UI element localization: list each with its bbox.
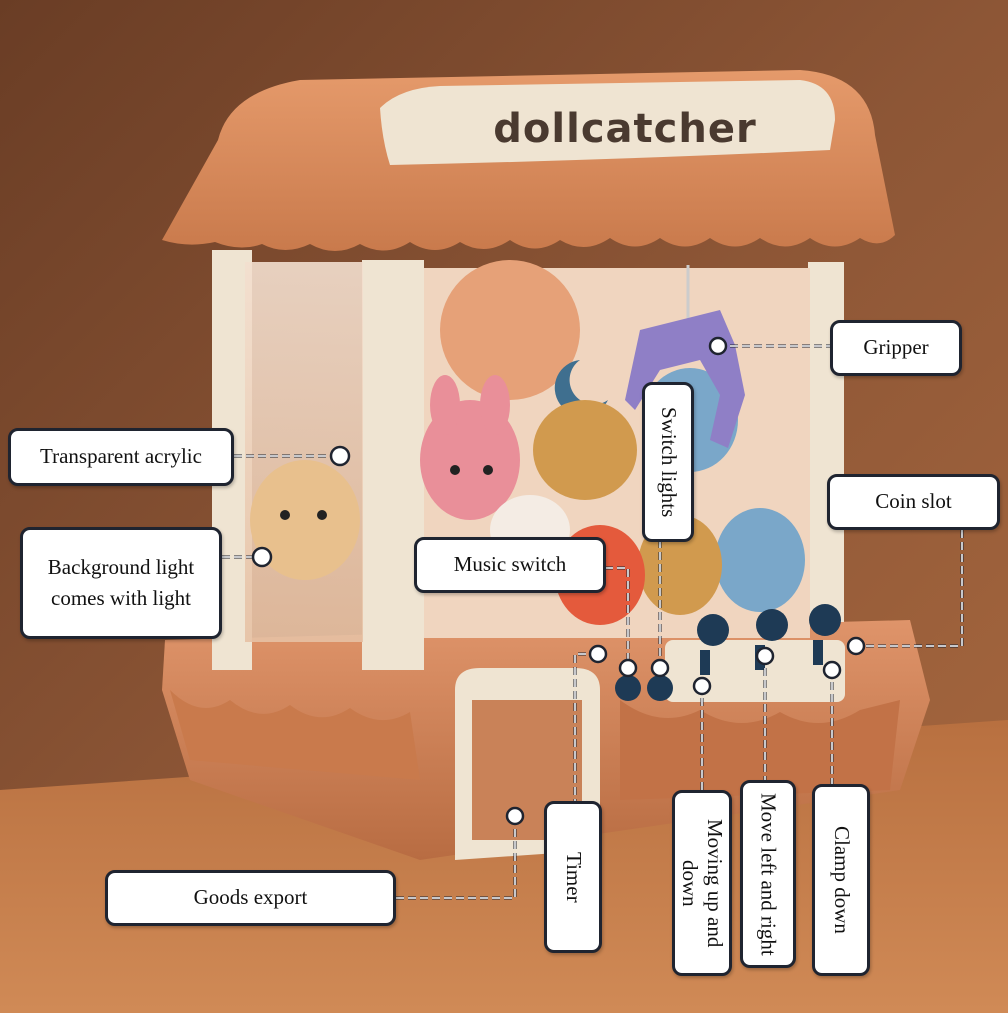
callout-dots: [251, 336, 866, 826]
label-timer-text: Timer: [561, 851, 586, 903]
right-post: [808, 262, 844, 622]
label-move-left-right: Move left and right: [740, 780, 796, 968]
label-background-light-line2: comes with light: [51, 586, 191, 610]
backdrop-moon: [554, 360, 608, 416]
label-moving-up-down: Moving up and down: [672, 790, 732, 976]
label-music-switch: Music switch: [414, 537, 606, 593]
label-coin-slot: Coin slot: [827, 474, 1000, 530]
label-switch-lights-text: Switch lights: [656, 406, 681, 518]
label-transparent-acrylic: Transparent acrylic: [8, 428, 234, 486]
label-clamp-down: Clamp down: [812, 784, 870, 976]
label-switch-lights: Switch lights: [642, 382, 694, 542]
label-moving-up-down-text: Moving up and down: [678, 818, 728, 948]
label-goods-export: Goods export: [105, 870, 396, 926]
machine-roof: [162, 70, 895, 251]
label-background-light: Background light comes with light: [20, 527, 222, 639]
label-move-left-right-text: Move left and right: [756, 792, 781, 956]
front-left-post: [362, 260, 424, 670]
brand-logo: dollcatcher: [493, 106, 757, 152]
backdrop-sun: [440, 260, 580, 400]
label-timer: Timer: [544, 801, 602, 953]
label-clamp-down-text: Clamp down: [829, 826, 854, 934]
label-gripper: Gripper: [830, 320, 962, 376]
label-background-light-line1: Background light: [47, 554, 195, 579]
